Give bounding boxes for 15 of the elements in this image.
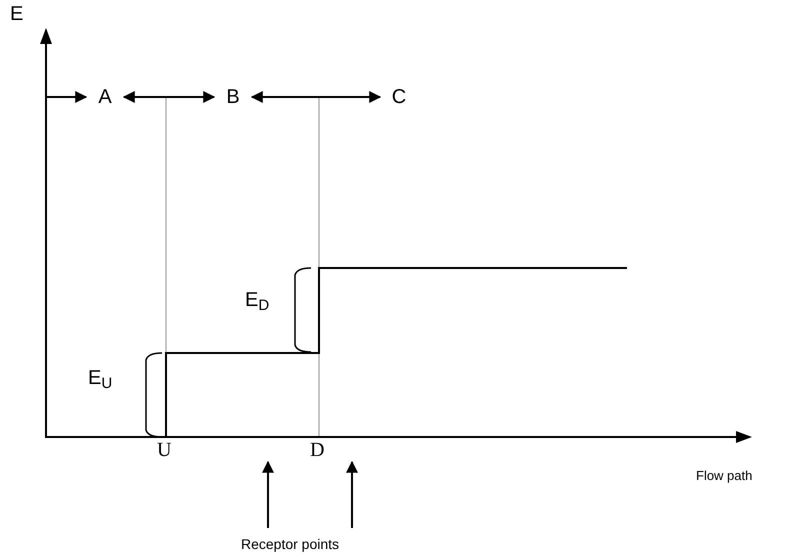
axis-label: Flow path <box>696 469 752 482</box>
region-label: C <box>392 87 406 107</box>
arrow <box>346 460 358 528</box>
tick-label: D <box>310 440 324 460</box>
arrow <box>122 91 216 103</box>
arrow <box>262 460 274 528</box>
region-label: Receptor points <box>240 537 340 551</box>
region-label: B <box>226 87 240 107</box>
region-label: A <box>98 87 112 107</box>
arrow <box>47 91 88 103</box>
step-label: E$_{U}$ <box>88 368 112 388</box>
tick-label: U <box>157 440 172 460</box>
arrow <box>250 91 382 103</box>
step-label: E$_{D}$ <box>245 290 270 310</box>
axis-label: E <box>10 4 24 24</box>
